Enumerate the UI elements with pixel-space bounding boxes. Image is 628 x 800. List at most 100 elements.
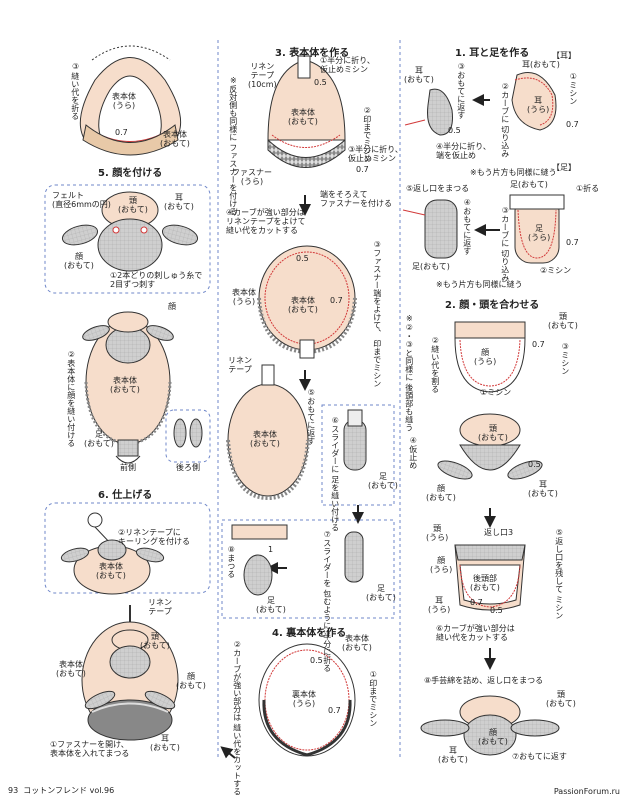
section5-title: 5. 顔を付ける: [98, 168, 163, 179]
s1-turn: ③おもてに返す: [456, 62, 466, 119]
page-footer: 93 コットンフレンド vol.96: [8, 785, 114, 796]
s1-ear2: 耳(おもて): [522, 60, 560, 69]
s1-sew2: ②ミシン: [540, 266, 572, 275]
back-side-box: [165, 409, 211, 463]
section6-title: 6. 仕上げる: [98, 490, 153, 501]
section4-title: 4. 裏本体を作る: [272, 628, 347, 639]
s2-curve: ⑥カーブが強い部分は 縫い代をカットする: [436, 624, 515, 643]
s2-sew1: ①ミシン: [480, 388, 512, 397]
s3-sew-mark: ②印までミシン: [362, 106, 372, 163]
watermark: PassionForum.ru: [553, 787, 620, 796]
s3-body3: 表本体 (おもて): [250, 430, 280, 449]
s6-keyring: ②リネンテープに キーリングを付ける: [118, 528, 190, 547]
s2-m05b: 0.5: [490, 606, 503, 615]
s2-turn: ⑦おもてに返す: [512, 752, 567, 761]
s1-fold: ④半分に折り、 端を仮止め: [436, 142, 491, 161]
s1-curve2: ③カーブに 切り込み: [500, 206, 510, 282]
s3-tape2: リネン テープ: [228, 356, 252, 375]
s1-tag-foot: 【足】: [552, 163, 576, 172]
s5-face-label: 顔: [168, 302, 176, 311]
s3-m1: 1: [268, 545, 274, 554]
s2-m05: 0.5: [528, 460, 541, 469]
s1-foot: 足(おもて): [510, 180, 548, 189]
s3-wrap: ⑦スライダーを 包むように 半分に折る: [322, 530, 332, 673]
s6-body: 表本体 (おもて): [96, 562, 126, 581]
s2-head-back: 頭 (うら): [426, 524, 449, 543]
s3-align: 端をそろえて ファスナーを付ける: [320, 190, 392, 209]
tl-measure: 0.7: [115, 128, 128, 137]
section6-dashed-box: [44, 502, 211, 594]
s3-half: ③半分に折り、 仮止めミシン: [348, 145, 403, 164]
section6-final-diagram: [81, 605, 179, 741]
s3-body-back: 表本体 (うら): [232, 288, 256, 307]
s3-turn: ⑤おもてに返す: [306, 388, 316, 445]
s1-sew: ①ミシン: [568, 72, 578, 105]
wrap-diagram: [231, 524, 364, 596]
s2-head: 頭 (おもて): [548, 312, 578, 331]
magazine-title: コットンフレンド vol.96: [23, 786, 115, 795]
s1-turn2: ④おもてに返す: [462, 198, 472, 255]
s1-fold2: ①折る: [576, 184, 600, 193]
s2-back-head: 後頭部 (おもて): [470, 574, 500, 593]
s3-foot: 足 (おもて): [368, 472, 398, 491]
s6-ear: 耳 (おもて): [150, 734, 180, 753]
s5-eye-note: ①2本どりの刺しゅう糸で 2目ずつ刺す: [110, 271, 203, 290]
s2-m07b: 0.7: [470, 598, 483, 607]
tl-step-num: ③: [72, 62, 80, 71]
s6-tape: リネン テープ: [148, 598, 172, 617]
s3-blind: ⑧まつる: [226, 545, 236, 578]
s2-face2: 顔 (おもて): [478, 728, 508, 747]
s2-stuff: ⑧手芸綿を詰め、返し口をまつる: [424, 676, 544, 685]
s2-m07: 0.7: [532, 340, 545, 349]
s5-face: 顔 (おもて): [64, 252, 94, 271]
s4-sew: ①印までミシン: [368, 670, 378, 727]
s2-opening: 返し口3: [484, 528, 514, 537]
slider-diagram: [343, 409, 367, 471]
s5-felt: フェルト (直径6mmの円): [52, 191, 111, 210]
s3-linen: リネン テープ (10cm): [248, 62, 277, 90]
s1-foot-back: 足 (うら): [528, 224, 551, 243]
s1-curve: ②カーブに 切り込み: [500, 82, 510, 158]
s2-head2: 頭 (おもて): [478, 424, 508, 443]
s1-m05: 0.5: [448, 126, 461, 135]
s1-foot2: 足(おもて): [412, 262, 450, 271]
s2-face: 顔 (おもて): [426, 484, 456, 503]
tl-body-front: 表本体 (おもて): [160, 130, 190, 149]
s5-back: 後ろ側: [176, 463, 200, 472]
s2-leave: ⑤返し口を残して ミシン: [554, 528, 564, 620]
s3-foot2: 足 (おもて): [366, 584, 396, 603]
section2-title: 2. 顔・頭を合わせる: [445, 300, 540, 311]
s1-close: ⑤返し口をまつる: [406, 184, 470, 193]
section5-face-diagram: [61, 191, 199, 272]
s6-body2: 表本体 (おもて): [56, 660, 86, 679]
s5-foot: 足 (おもて): [84, 430, 114, 449]
section1-title: 1. 耳と足を作る: [455, 48, 530, 59]
section2-head-diagram: [437, 413, 543, 480]
s5-front: 前側: [120, 463, 136, 472]
tl-seam-note: 縫い代を折る: [70, 72, 80, 120]
s2-face-back: 顔 (うら): [474, 348, 497, 367]
s1-same-ear: ※もう片方も同様に縫う: [470, 168, 557, 177]
s5-ear: 耳 (おもて): [164, 193, 194, 212]
s3-zip-back: ファスナー (うら): [232, 168, 272, 187]
ear-diagram: [404, 72, 557, 136]
s1-tag-ear: 【耳】: [552, 51, 576, 60]
s5-head: 頭 (おもて): [118, 196, 148, 215]
s6-head: 頭 (おもて): [140, 632, 170, 651]
s3-foot3: 足 (おもて): [256, 596, 286, 615]
section2-face-diagram: [454, 321, 526, 393]
s2-baste: ④仮止め: [408, 436, 418, 469]
slider-box: [321, 404, 395, 506]
s2-ear2: 耳 (おもて): [438, 746, 468, 765]
s4-body: 表本体 (おもて): [342, 634, 372, 653]
s6-zipper-note: ①ファスナーを開け、 表本体を入れてまつる: [50, 740, 130, 759]
s3-m07: 0.7: [356, 165, 369, 174]
s2-head3: 頭 (おもて): [546, 690, 576, 709]
section2-sew-diagram: [454, 544, 526, 611]
section4-diagram: [258, 643, 356, 757]
s2-note: ※②・③と同様に 後頭部も縫う: [404, 314, 414, 432]
s3-zipper-note: ※反対側も同様に ファスナーを付ける: [228, 76, 238, 216]
back-side-feet: [173, 418, 203, 448]
